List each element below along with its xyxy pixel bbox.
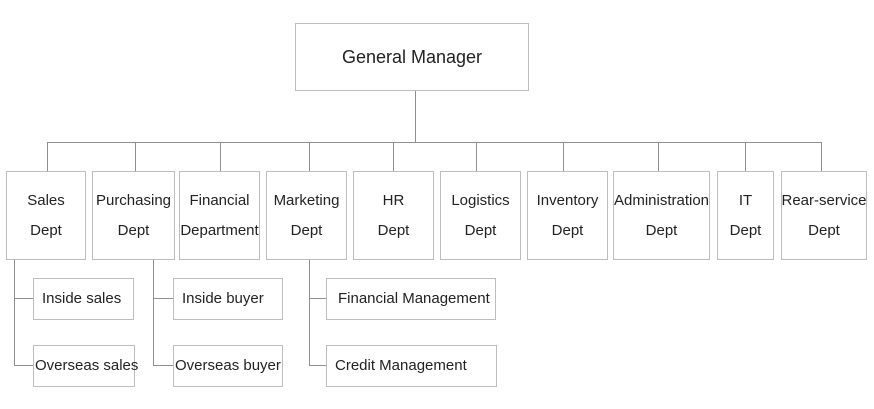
dept-name: Sales [27,191,65,209]
dept-suffix: Dept [551,221,584,239]
dept-suffix: Dept [377,221,410,239]
dept-node-rear-service: Rear-service Dept [781,171,867,260]
sub-node-overseas-buyer: Overseas buyer [173,345,283,387]
dept-node-sales: Sales Dept [6,171,86,260]
sub-unit-label: Overseas sales [35,357,139,374]
dept-suffix: Dept [117,221,150,239]
general-manager-node: General Manager [295,23,529,91]
dept-node-marketing: Marketing Dept [266,171,347,260]
general-manager-label: General Manager [341,47,483,67]
sub-node-financial-management: Financial Management [326,278,496,320]
dept-node-hr: HR Dept [353,171,434,260]
dept-suffix: Dept [290,221,323,239]
dept-suffix: Dept [30,221,62,239]
dept-name: Marketing [273,191,340,209]
dept-name: IT [738,191,753,209]
sub-node-inside-buyer: Inside buyer [173,278,283,320]
dept-node-inventory: Inventory Dept [527,171,608,260]
sub-unit-label: Financial Management [338,290,490,307]
dept-name: Rear-service [781,191,867,209]
sub-unit-label: Credit Management [335,357,467,374]
dept-suffix: Department [180,221,259,239]
sub-node-overseas-sales: Overseas sales [33,345,139,387]
dept-name: Purchasing [95,191,172,209]
dept-name: Financial [189,191,250,209]
dept-node-financial: Financial Department [179,171,260,260]
dept-name: Administration [613,191,710,209]
dept-suffix: Dept [645,221,678,239]
dept-name: Inventory [536,191,599,209]
dept-node-purchasing: Purchasing Dept [92,171,175,260]
sub-unit-label: Inside buyer [182,290,264,307]
dept-name: HR [382,191,405,209]
dept-suffix: Dept [808,221,840,239]
sub-node-credit-management: Credit Management [326,345,497,387]
sub-unit-label: Inside sales [42,290,122,307]
dept-node-logistics: Logistics Dept [440,171,521,260]
dept-name: Logistics [451,191,510,209]
sub-unit-label: Overseas buyer [175,357,281,374]
sub-node-inside-sales: Inside sales [33,278,134,320]
dept-node-it: IT Dept [717,171,774,260]
dept-suffix: Dept [729,221,762,239]
dept-node-administration: Administration Dept [613,171,710,260]
dept-suffix: Dept [464,221,497,239]
